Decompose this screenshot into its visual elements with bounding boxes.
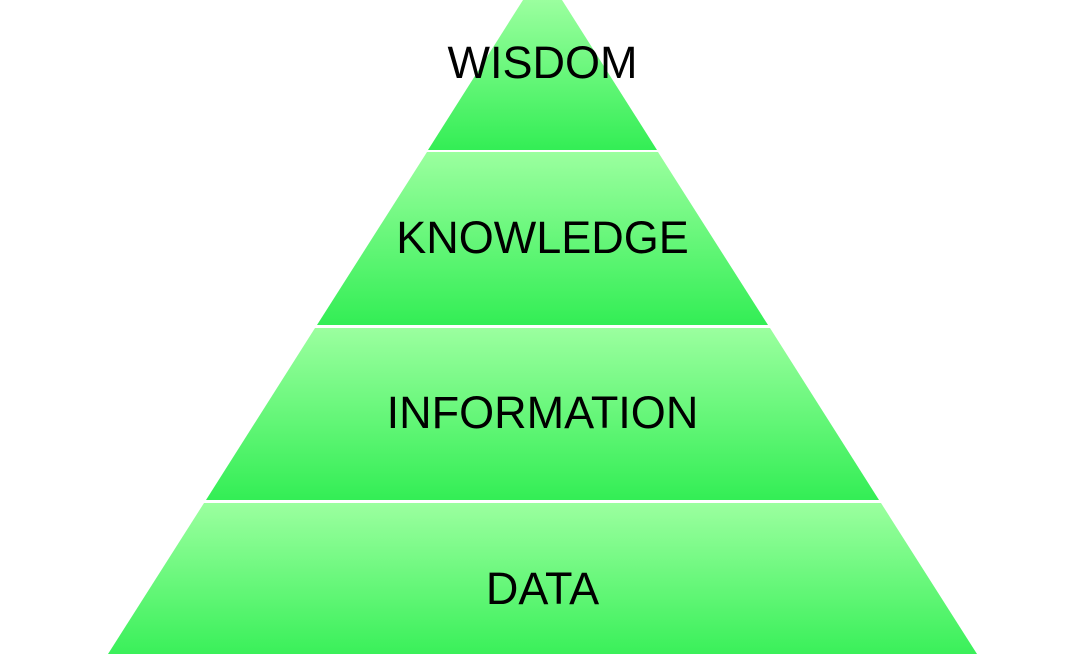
- layer-label-information: INFORMATION: [386, 387, 699, 438]
- layer-label-knowledge: KNOWLEDGE: [396, 212, 689, 263]
- layer-label-wisdom: WISDOM: [447, 37, 638, 88]
- pyramid-layer-information: [206, 328, 879, 500]
- pyramid-layer-knowledge: [317, 152, 768, 325]
- pyramid-layer-data: [108, 503, 977, 654]
- pyramid-layer-wisdom: [428, 0, 657, 150]
- layer-label-data: DATA: [485, 563, 600, 614]
